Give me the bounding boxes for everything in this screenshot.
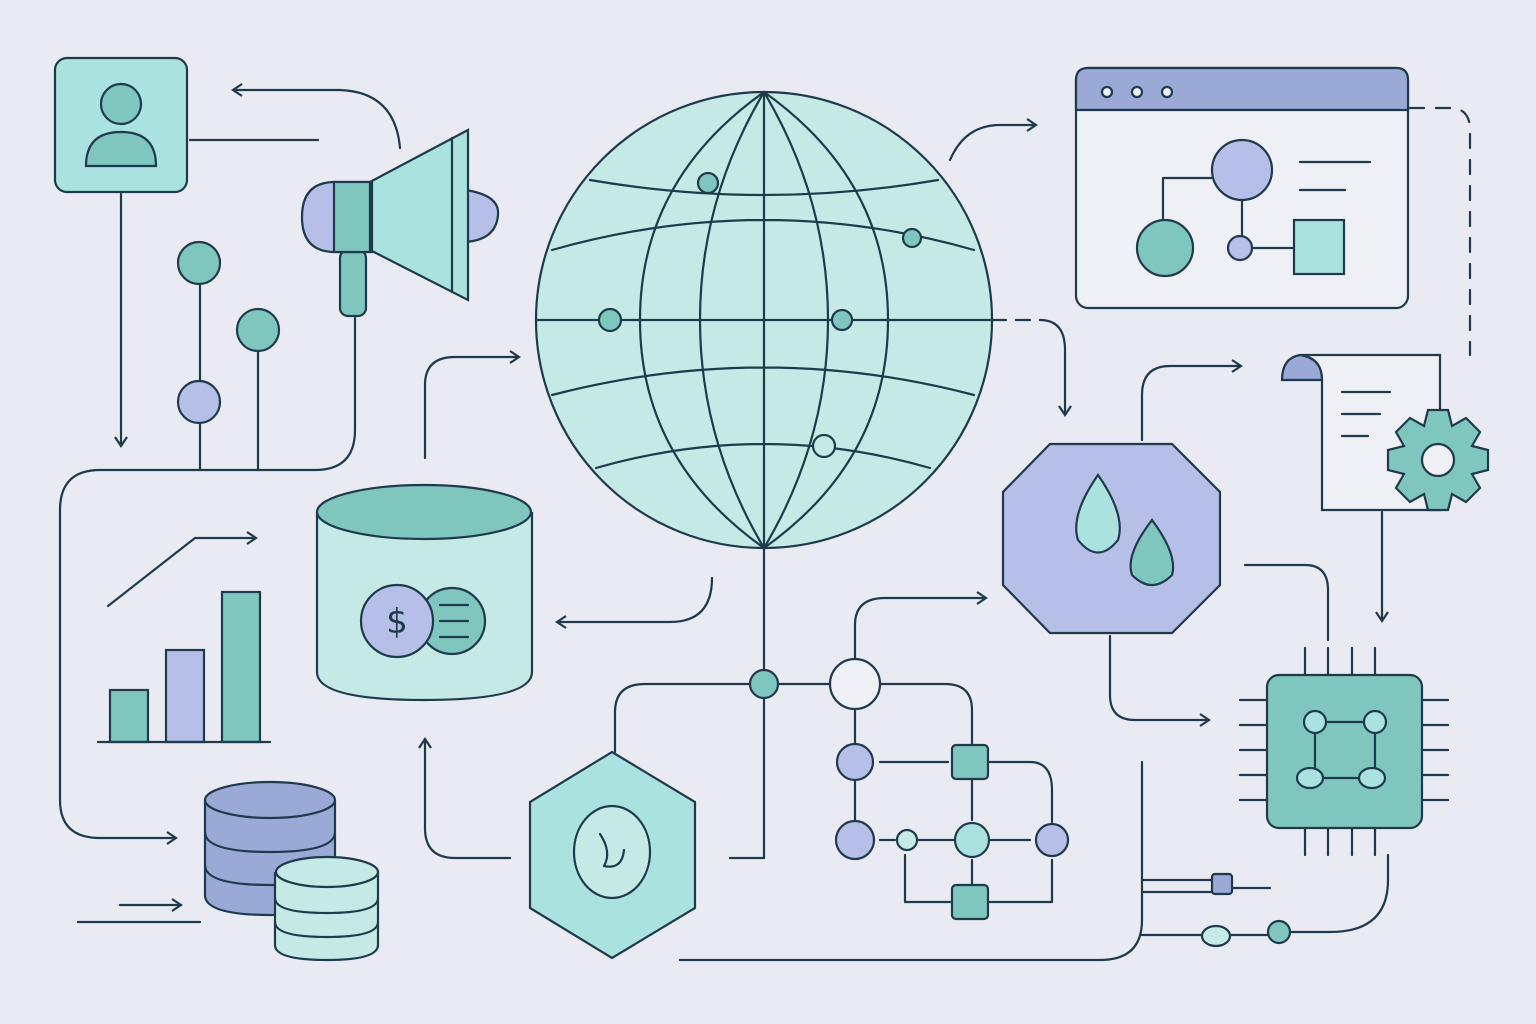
database-small-icon: [273, 855, 380, 962]
arrow-left: [231, 83, 402, 150]
arrow-left: [555, 576, 714, 629]
pin-nodes: [176, 240, 281, 472]
arrow-up: [418, 737, 512, 860]
processor-chip-icon: [1238, 646, 1450, 857]
document-settings-icon: [1280, 353, 1490, 512]
user-profile-icon: [53, 56, 189, 194]
water-drops-icon: [1001, 442, 1222, 635]
flowchart-icon: [828, 591, 1070, 921]
dollar-sign: $: [386, 602, 408, 642]
circuit-traces: [678, 760, 1390, 962]
arrow-up-right: [423, 350, 521, 460]
arrow-right: [1108, 634, 1211, 727]
connector-line: [1243, 563, 1330, 642]
dashed-arrow: [1140, 359, 1243, 442]
megaphone-icon: [300, 128, 500, 318]
arrow-right: [948, 118, 1038, 162]
finance-cylinder-icon: $: [315, 483, 534, 702]
connector-line: [613, 546, 832, 860]
arrow-down: [1038, 318, 1072, 417]
globe-icon: [534, 90, 994, 550]
dashed-connector: [1408, 106, 1472, 357]
bar-chart-icon: [96, 531, 272, 744]
browser-window-icon: [1074, 66, 1410, 310]
hexagon-badge-icon: [528, 750, 697, 960]
connector-line: [58, 316, 357, 845]
hub-node: [748, 668, 780, 700]
